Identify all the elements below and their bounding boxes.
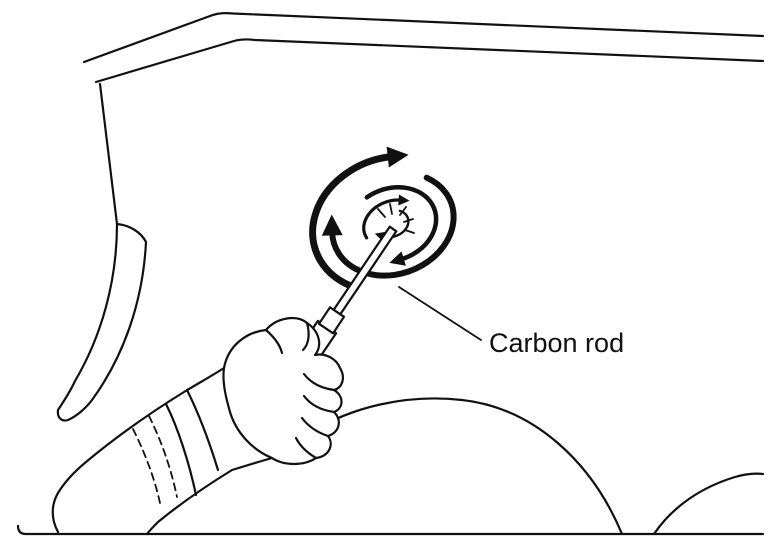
rod-tip-sparkle [377, 203, 415, 234]
thumb-fold-lines [264, 321, 310, 355]
spiral-arc-outer [309, 146, 409, 292]
spiral-arc-3 [364, 185, 439, 266]
spiral-arc-4 [362, 194, 410, 240]
car-roofline-upper [82, 11, 765, 64]
wrist-top-line [51, 366, 226, 534]
carbon-rod-leader-line [398, 286, 482, 341]
wheel-arch-curve [306, 397, 624, 536]
cuff-seam-1 [185, 388, 220, 472]
hand-group [51, 317, 344, 536]
cuff-stitch-dashed-2 [132, 428, 161, 504]
carbon-rod [330, 225, 398, 320]
bumper-curve [652, 472, 765, 536]
figure-bottom-border [16, 524, 765, 536]
spiral-arc-2 [321, 174, 457, 279]
cuff-seam-2 [164, 402, 198, 497]
cuff-stitch-dashed-1 [148, 415, 178, 498]
door-edge-shape [56, 222, 148, 422]
car-pillar-line [98, 82, 119, 226]
finger-lines [294, 372, 336, 460]
polish-motion-spiral [309, 146, 457, 292]
carbon-rod-label: Carbon rod [489, 328, 624, 358]
wrist-bottom-line [145, 456, 274, 536]
rod-ferrule [317, 306, 346, 335]
car-roofline-lower [94, 38, 765, 84]
